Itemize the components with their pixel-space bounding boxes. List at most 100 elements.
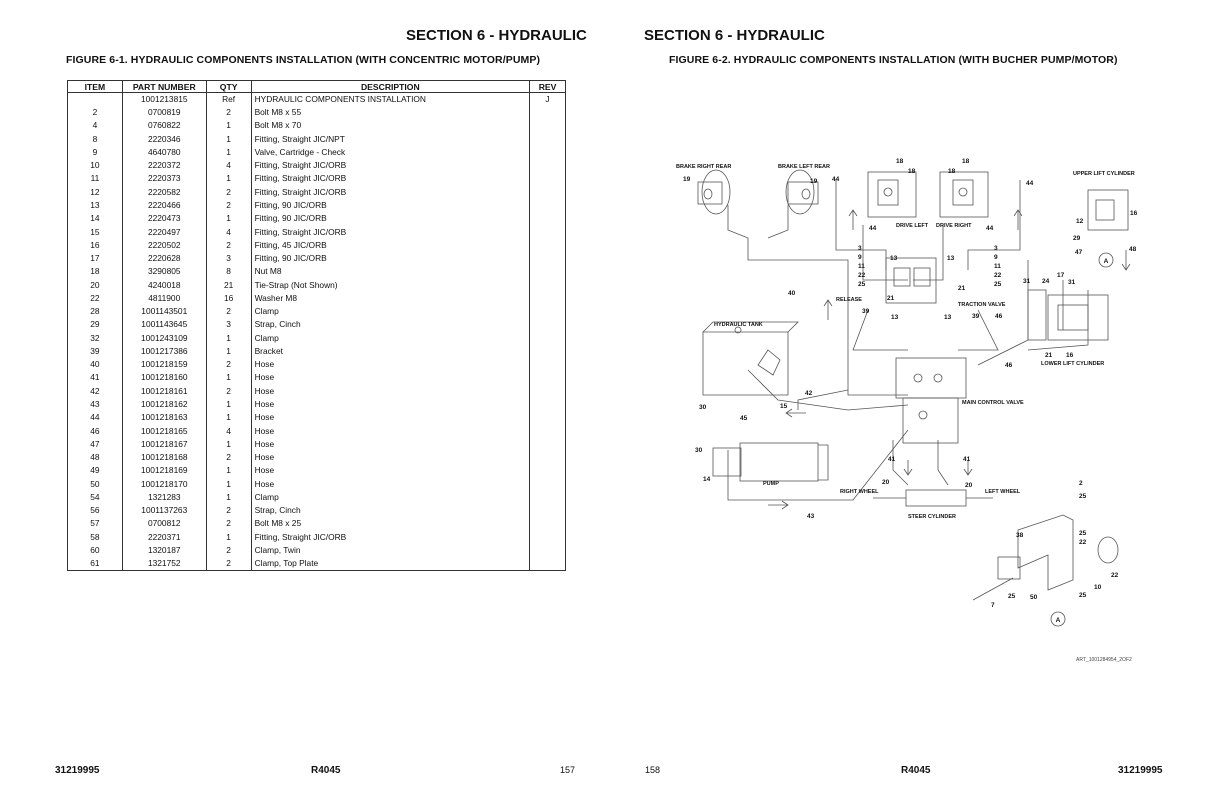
left-footer-page: 157	[560, 765, 576, 775]
table-cell	[529, 251, 566, 266]
pump-motor	[712, 442, 829, 482]
table-cell	[529, 543, 566, 558]
table-cell: 14	[67, 212, 123, 226]
table-cell: Fitting, 45 JIC/ORB	[250, 238, 531, 252]
table-cell: 47	[67, 437, 123, 451]
svg-text:39: 39	[972, 313, 980, 320]
table-cell	[529, 371, 566, 385]
table-cell: Clamp, Twin	[250, 543, 531, 558]
table-cell: 4	[205, 424, 252, 438]
svg-text:19: 19	[683, 176, 691, 183]
table-cell: 1	[205, 464, 252, 478]
table-cell	[529, 198, 566, 213]
brake-left-rear	[785, 169, 819, 215]
svg-text:50: 50	[1030, 594, 1038, 601]
svg-text:3: 3	[858, 245, 862, 252]
table-cell: Clamp, Top Plate	[250, 557, 531, 572]
table-cell: Hose	[250, 371, 531, 385]
drive-motor-left	[867, 171, 917, 218]
table-cell: 41	[67, 371, 123, 385]
svg-text:20: 20	[965, 482, 973, 489]
header-qty: QTY	[205, 80, 252, 93]
svg-text:13: 13	[891, 314, 899, 321]
svg-text:18: 18	[948, 168, 956, 175]
table-cell: Strap, Cinch	[250, 318, 531, 332]
table-cell: Bolt M8 x 70	[250, 119, 531, 133]
label-upper-lift-cylinder: UPPER LIFT CYLINDER	[1073, 171, 1135, 177]
table-cell: Nut M8	[250, 265, 531, 279]
svg-text:9: 9	[994, 254, 998, 261]
table-cell: Bracket	[250, 344, 531, 359]
table-cell: Fitting, Straight JIC/ORB	[250, 225, 531, 239]
label-brake-left-rear: BRAKE LEFT REAR	[778, 164, 830, 170]
table-cell: Hose	[250, 464, 531, 478]
table-cell: Clamp	[250, 490, 531, 504]
table-cell	[529, 384, 566, 398]
table-cell: 42	[67, 384, 123, 398]
hydraulic-schematic: BRAKE RIGHT REAR BRAKE LEFT REAR UPPER L…	[676, 158, 1138, 627]
label-lower-lift-cylinder: LOWER LIFT CYLINDER	[1041, 361, 1104, 367]
table-cell: 2	[67, 106, 123, 120]
table-cell: Fitting, Straight JIC/ORB	[250, 159, 531, 173]
label-drive-right: DRIVE RIGHT	[936, 223, 972, 229]
svg-text:25: 25	[858, 281, 866, 288]
svg-text:16: 16	[1130, 210, 1138, 217]
table-cell	[529, 291, 566, 305]
svg-text:44: 44	[832, 176, 840, 183]
hydraulic-tank	[702, 321, 799, 396]
table-cell: 1	[205, 119, 252, 133]
svg-text:25: 25	[1079, 592, 1087, 599]
svg-text:11: 11	[858, 263, 865, 270]
table-cell: 2220371	[121, 530, 207, 544]
table-cell: 1001218167	[121, 437, 207, 451]
svg-text:41: 41	[963, 456, 971, 463]
svg-text:44: 44	[869, 225, 877, 232]
upper-lift-cylinder	[1087, 189, 1129, 231]
svg-text:3: 3	[994, 245, 998, 252]
table-cell: Fitting, Straight JIC/ORB	[250, 530, 531, 544]
table-cell: 4	[67, 119, 123, 133]
svg-text:18: 18	[896, 158, 904, 165]
table-cell: Washer M8	[250, 291, 531, 305]
table-cell: 2220582	[121, 185, 207, 199]
table-cell: 1	[205, 371, 252, 385]
table-cell: 1001213815	[121, 92, 207, 106]
table-cell	[529, 450, 566, 465]
svg-text:46: 46	[1005, 362, 1013, 369]
table-cell: 2	[205, 238, 252, 252]
label-traction-valve: TRACTION VALVE	[958, 302, 1006, 308]
table-cell: 1001218162	[121, 397, 207, 412]
header-part-number: PART NUMBER	[121, 80, 207, 93]
table-cell	[529, 397, 566, 412]
drive-motor-right	[939, 171, 989, 218]
table-cell: 1	[205, 490, 252, 504]
svg-text:43: 43	[807, 513, 815, 520]
table-cell: Clamp	[250, 304, 531, 319]
table-cell: Fitting, Straight JIC/NPT	[250, 132, 531, 146]
table-cell: 1001143645	[121, 318, 207, 332]
header-description: DESCRIPTION	[250, 80, 531, 93]
flow-arrows	[768, 209, 1131, 510]
table-cell: 16	[205, 291, 252, 305]
table-cell	[529, 424, 566, 438]
table-cell: 1	[205, 172, 252, 186]
table-cell: 1001218168	[121, 450, 207, 465]
svg-text:13: 13	[944, 314, 952, 321]
table-cell: 4240018	[121, 278, 207, 292]
label-drive-left: DRIVE LEFT	[896, 223, 929, 229]
table-cell	[529, 185, 566, 199]
table-cell	[529, 304, 566, 319]
svg-text:38: 38	[1016, 532, 1024, 539]
